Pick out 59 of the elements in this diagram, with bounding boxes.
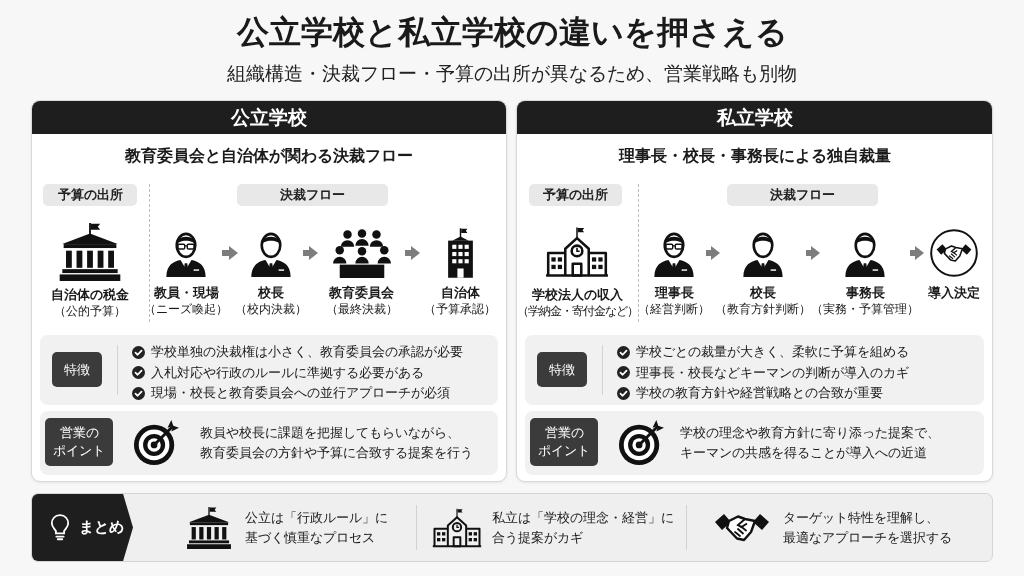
panel-card [31,100,507,482]
step-note: （校内決裁） [234,301,307,318]
bullet-text: 学校単独の決裁権は小さく、教育委員会の承認が必要 [151,343,463,361]
sales-point-panel [40,411,498,475]
step-note: （経営判断） [638,301,710,318]
summary-tag [32,494,133,561]
step-title: 導入決定 [928,284,980,301]
bullet-text: 学校ごとの裁量が大きく、柔軟に予算を組める [636,343,909,361]
step-note: （ニーズ喚起） [144,301,228,318]
arrow [222,246,238,260]
bullet-text: 入札対応や行政のルールに準拠する必要がある [151,363,424,382]
panel-subtitle: 教育委員会と自治体が関わる決裁フロー [125,145,413,166]
step-note: （最終決裁） [325,301,398,318]
summary-text: ターゲット特性を理解し、最適なアプローチを選択する [783,508,953,547]
step-title: 自治体 [440,284,480,301]
arrow [706,246,720,260]
step-title: 事務長 [845,284,885,301]
arrow [303,246,318,260]
sales-point-panel [525,411,984,475]
category-tag: 営業のポイント [530,418,598,466]
panel-title: 公立学校 [231,105,307,130]
bullet-text: 理事長・校長などキーマンの判断が導入のカギ [636,363,909,382]
sales-point-text: 学校の理念や教育方針に寄り添った提案で、キーマンの共感を得ることが導入への近道 [680,424,941,462]
subtitle: 組織構造・決裁フロー・予算の出所が異なるため、営業戦略も別物 [227,61,797,86]
arrow [806,246,820,260]
category-tag: 特徴 [52,352,102,387]
step-title: 教育委員会 [329,284,394,301]
summary-heading: まとめ [79,517,124,538]
step-note: （教育方針判断） [715,301,811,318]
arrow [405,246,420,260]
sales-point-text: 教員や校長に課題を把握してもらいながら、教育委員会の方針や予算に合致する提案を行う [200,424,474,462]
category-tag: 営業のポイント [45,418,113,466]
budget-source-title: 自治体の税金 [51,286,129,303]
step-title: 校長 [750,284,776,301]
budget-source-note: （公的予算） [54,303,126,320]
section-label: 予算の出所 [43,184,137,206]
step-note: （予算承認） [424,301,496,318]
summary-text: 私立は「学校の理念・経営」に合う提案がカギ [492,508,675,547]
title: 公立学校と私立学校の違いを押さえる [236,12,788,52]
section-label: 予算の出所 [529,184,622,206]
budget-source-note: （学納金・寄付金など） [517,303,638,320]
budget-source-title: 学校法人の収入 [531,286,623,303]
step-title: 理事長 [654,284,694,301]
summary-bar [31,493,993,562]
step-title: 校長 [257,284,284,301]
features-panel [40,335,498,405]
arrow [910,246,924,260]
summary-text: 公立は「行政ルール」に基づく慎重なプロセス [245,508,389,547]
panel-subtitle: 理事長・校長・事務長による独自裁量 [618,145,891,166]
step-note: （実務・予算管理） [811,301,919,318]
step-title: 教員・現場 [153,284,219,301]
category-tag: 特徴 [537,352,587,387]
bullet-text: 学校の教育方針や経営戦略との合致が重要 [636,384,883,402]
bullet-text: 現場・校長と教育委員会への並行アプローチが必須 [151,384,450,402]
panel-card [516,100,993,482]
panel-title: 私立学校 [716,105,793,130]
section-label: 決裁フロー [237,184,388,206]
section-label: 決裁フロー [727,184,878,206]
features-panel [525,335,984,405]
